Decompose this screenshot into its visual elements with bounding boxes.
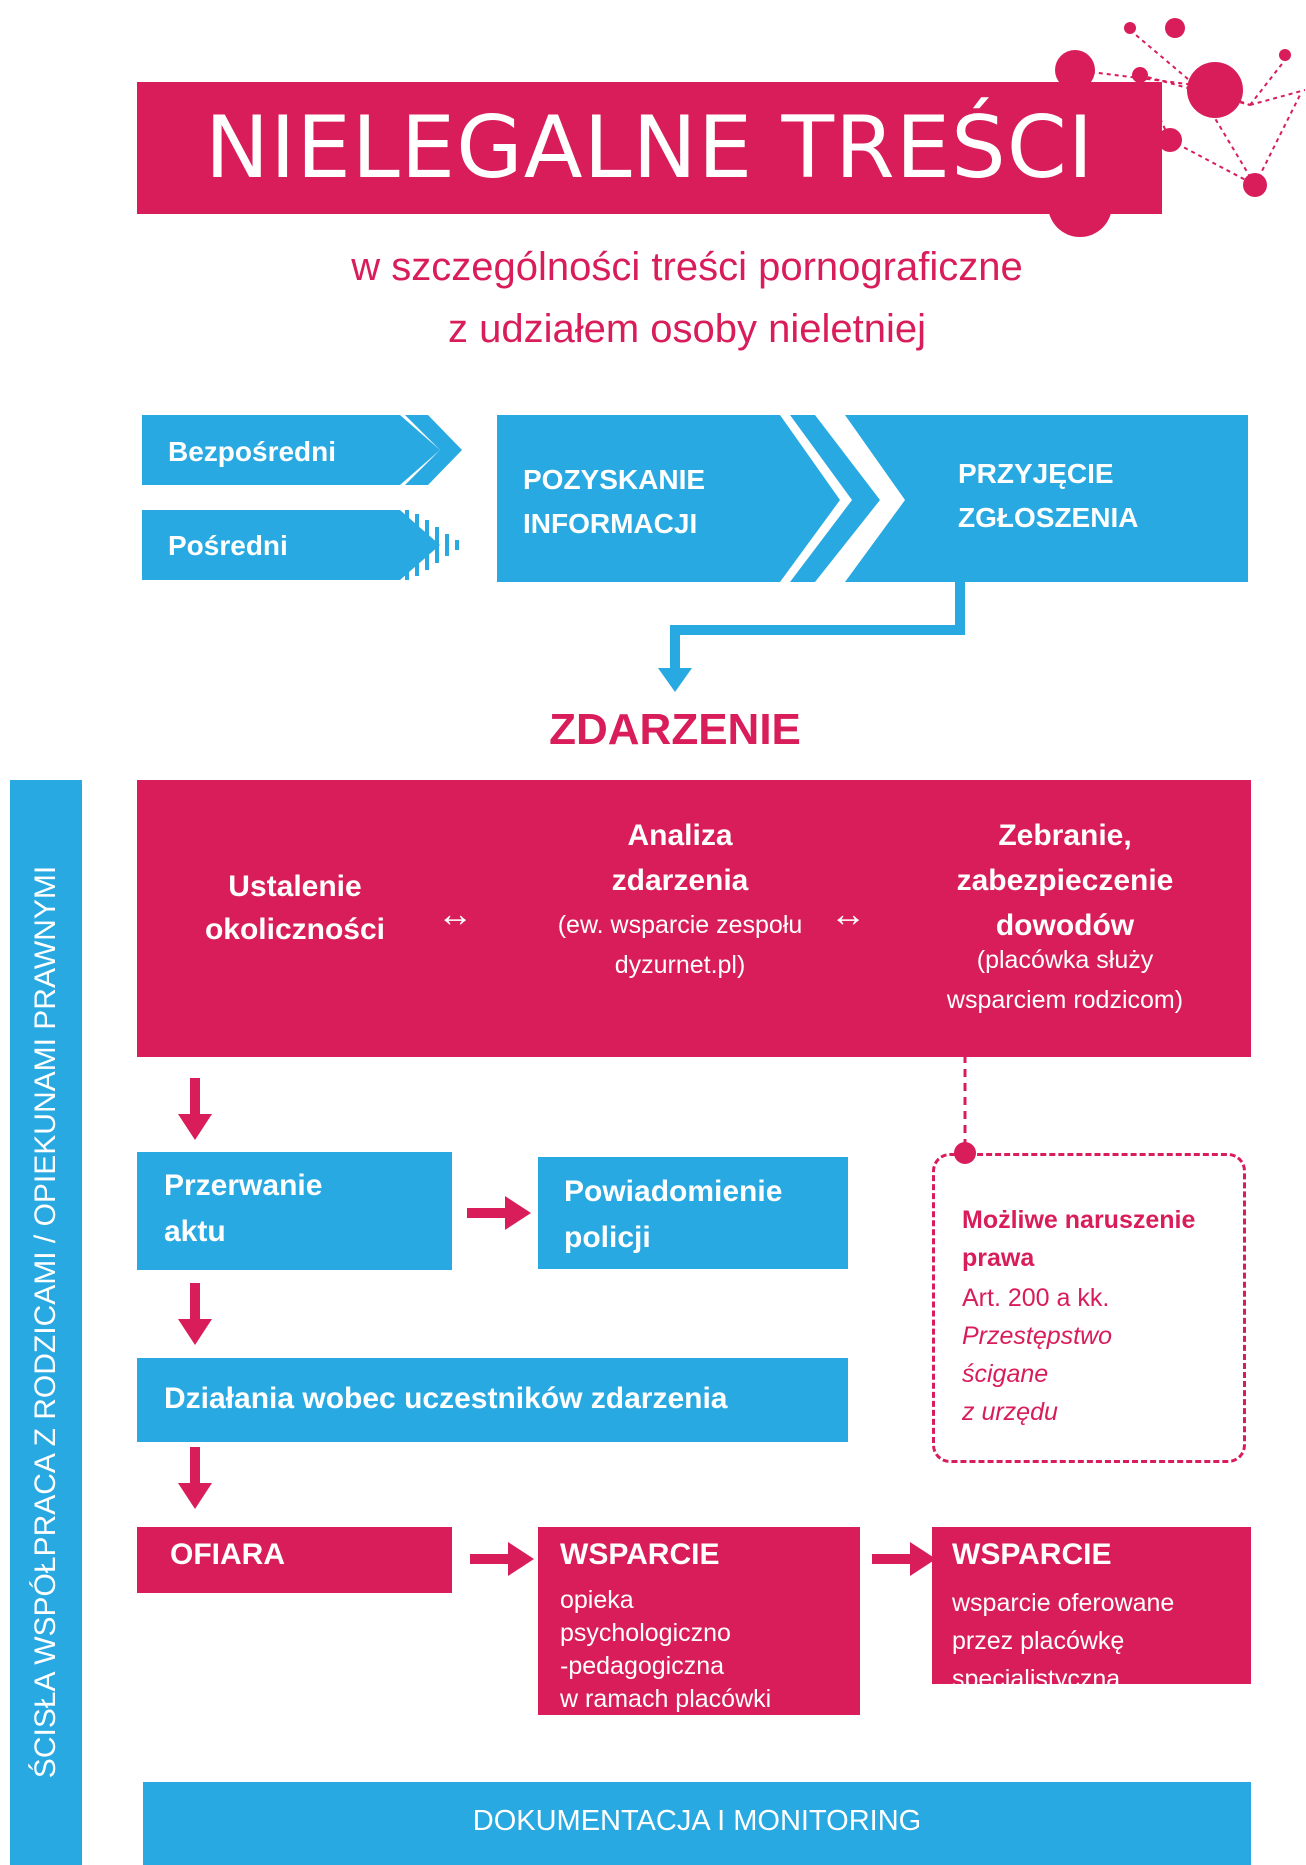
evidence-title: Zebranie, zabezpieczenie dowodów xyxy=(956,819,1174,942)
page-title: NIELEGALNE TREŚCI xyxy=(204,98,1095,198)
sidebar-band xyxy=(10,780,82,1865)
actions-block xyxy=(137,1358,848,1442)
footer-label: DOKUMENTACJA I MONITORING xyxy=(472,1805,922,1837)
actions-label: Działania wobec uczestników zdarzenia xyxy=(164,1382,728,1415)
double-arrow-icon: ↔ xyxy=(830,893,866,934)
page-subtitle: w szczególności treści pornograficzne z … xyxy=(351,245,1023,351)
law-article: Art. 200 a kk. xyxy=(962,1284,1110,1312)
law-title: Możliwe naruszenie prawa xyxy=(962,1206,1196,1272)
external-support-title: WSPARCIE xyxy=(952,1538,1112,1571)
internal-support-title: WSPARCIE xyxy=(560,1538,720,1571)
intake-to-event-connector xyxy=(658,580,965,692)
law-note: Przestępstwo ścigane z urzędu xyxy=(962,1322,1113,1426)
law-box xyxy=(932,1153,1246,1463)
direct-chevron xyxy=(405,415,470,485)
evidence-note: (placówka służy wsparciem rodzicom) xyxy=(946,946,1184,1014)
analysis-title: Analiza zdarzenia xyxy=(611,819,749,897)
indirect-label: Pośredni xyxy=(168,530,288,561)
obtaining-label: POZYSKANIE INFORMACJI xyxy=(523,464,706,539)
establish-circumstances: Ustalenie okoliczności xyxy=(204,870,386,946)
direct-label: Bezpośredni xyxy=(168,436,337,467)
sidebar-label: ŚCISŁA WSPÓŁPRACA Z RODZICAMI / OPIEKUNA… xyxy=(29,865,62,1779)
down-arrow-icon xyxy=(178,1283,212,1345)
obtaining-block xyxy=(497,415,840,582)
internal-support-text: opieka psychologiczno -pedagogiczna w ra… xyxy=(560,1586,772,1713)
external-support-block xyxy=(932,1527,1251,1684)
victim-block xyxy=(137,1527,452,1593)
intake-flow-shapes xyxy=(142,415,1248,582)
title-band xyxy=(137,82,1162,214)
down-arrow-icon xyxy=(178,1078,212,1140)
direct-arrow xyxy=(142,415,440,485)
right-arrow-icon xyxy=(467,1196,531,1230)
down-arrow-icon xyxy=(178,1447,212,1509)
receiving-block xyxy=(845,415,1248,582)
law-dashed-connector xyxy=(954,1055,976,1164)
double-arrow-icon: ↔ xyxy=(437,893,473,934)
notify-police-block xyxy=(538,1157,848,1269)
interrupt-block xyxy=(137,1152,452,1270)
internal-support-block xyxy=(538,1527,860,1715)
event-block xyxy=(137,780,1251,1057)
right-arrow-icon xyxy=(872,1542,936,1576)
event-heading: ZDARZENIE xyxy=(549,705,801,754)
footer-band xyxy=(143,1782,1251,1865)
right-arrow-icon xyxy=(470,1542,534,1576)
notify-police-label: Powiadomienie policji xyxy=(564,1175,783,1254)
victim-label: OFIARA xyxy=(170,1538,285,1571)
interrupt-label: Przerwanie aktu xyxy=(164,1169,323,1248)
receiving-label: PRZYJĘCIE ZGŁOSZENIA xyxy=(958,458,1139,533)
analysis-note: (ew. wsparcie zespołu dyzurnet.pl) xyxy=(557,911,803,979)
indirect-arrow xyxy=(142,510,440,580)
indirect-dashed-chevron xyxy=(405,510,459,580)
external-support-text: wsparcie oferowane przez placówkę specja… xyxy=(952,1589,1175,1693)
